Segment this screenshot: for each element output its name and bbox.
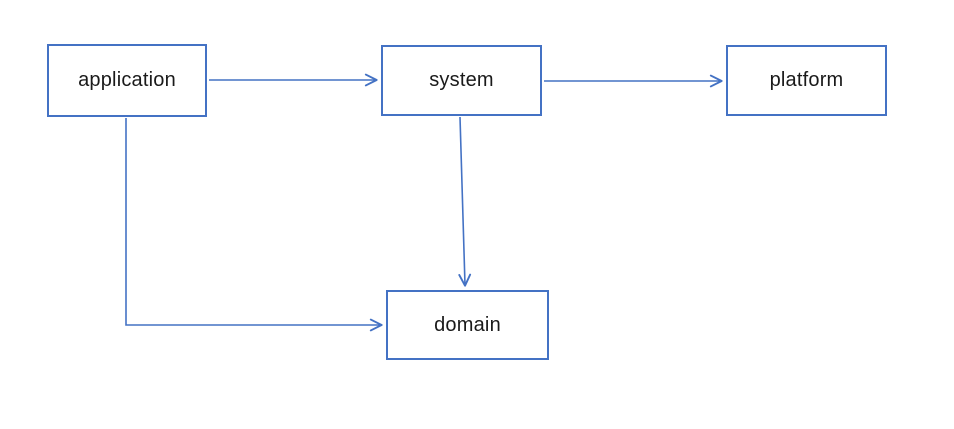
node-application-label: application	[78, 69, 176, 91]
node-system-label: system	[429, 69, 494, 91]
arrow-application-to-domain	[125, 118, 383, 332]
node-platform-label: platform	[769, 69, 844, 91]
node-domain: domain	[386, 290, 549, 360]
arrow-system-to-domain	[458, 116, 472, 287]
node-domain-label: domain	[434, 313, 501, 336]
node-application: application	[47, 44, 207, 117]
node-system: system	[381, 45, 542, 116]
node-platform: platform	[726, 45, 887, 116]
